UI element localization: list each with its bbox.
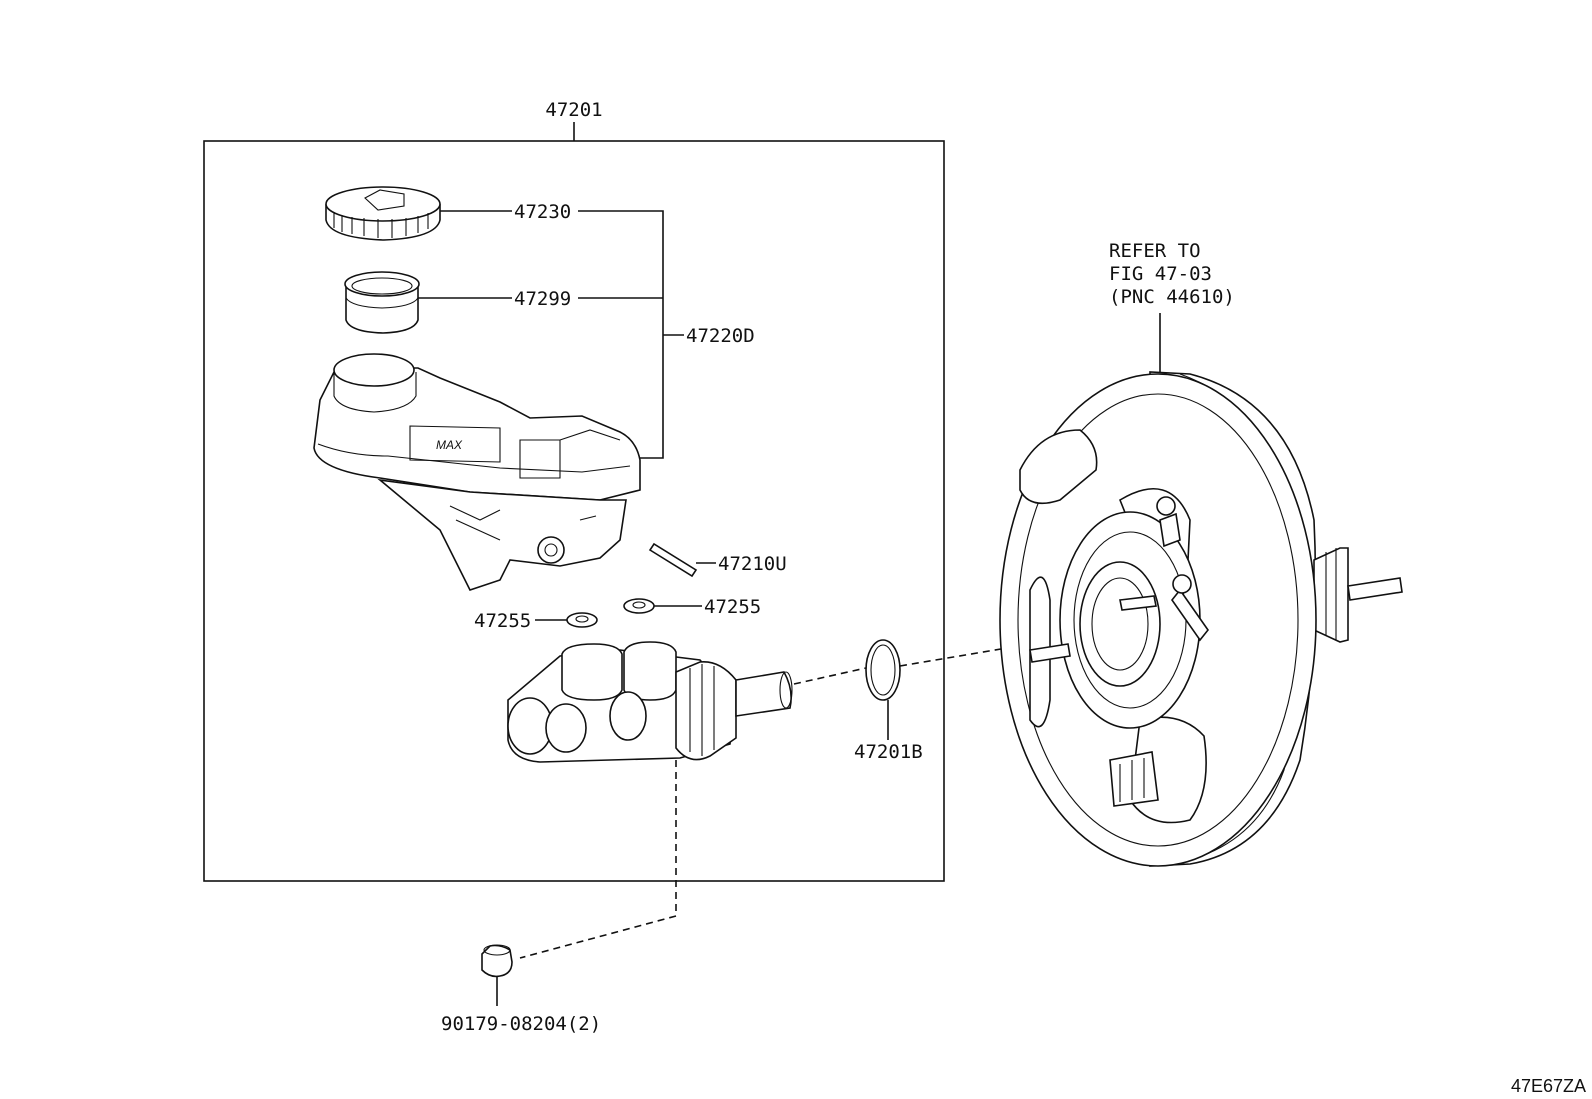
reservoir-body: MAX (313, 353, 641, 591)
label-plug: 90179-08204(2) (441, 1013, 601, 1035)
plug (481, 944, 513, 978)
label-47210U: 47210U (718, 553, 787, 575)
alignment-plug (519, 760, 677, 959)
max-marking: MAX (436, 438, 463, 452)
label-47220D: 47220D (686, 325, 755, 347)
alignment-cylinder-to-oring (793, 667, 867, 685)
reservoir-strainer (344, 271, 420, 334)
refer-note-line1: REFER TO (1109, 240, 1201, 262)
label-47201B: 47201B (854, 741, 923, 763)
figure-code: 47E67ZA (1511, 1076, 1586, 1096)
label-47201: 47201 (545, 99, 602, 121)
o-ring (865, 639, 901, 701)
label-47230: 47230 (514, 201, 571, 223)
grommet-left (566, 612, 598, 628)
grommet-right (623, 598, 655, 614)
retainer-pin (648, 542, 698, 578)
bracket-47220D (578, 210, 684, 459)
label-47299: 47299 (514, 288, 571, 310)
refer-note-line3: (PNC 44610) (1109, 286, 1235, 308)
reservoir-cap (325, 186, 441, 241)
master-cylinder-body (507, 641, 793, 763)
refer-note-line2: FIG 47-03 (1109, 263, 1212, 285)
label-47255-right: 47255 (704, 596, 761, 618)
label-47255-left: 47255 (474, 610, 531, 632)
brake-booster (999, 371, 1403, 867)
